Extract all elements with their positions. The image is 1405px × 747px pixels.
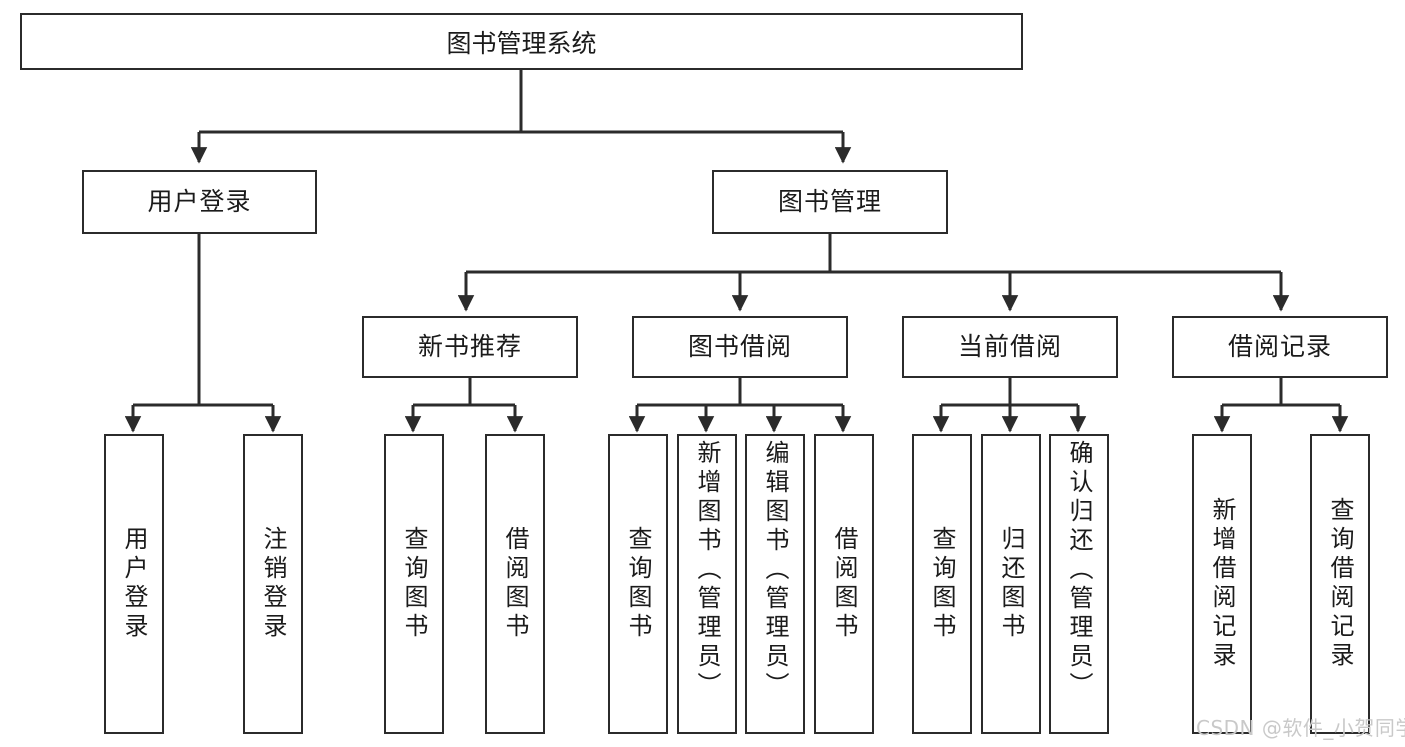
node-leaf-add-book-label: 新增图书（管理员） bbox=[693, 440, 721, 701]
csdn-watermark: CSDN @软件_小贺同学 bbox=[1196, 716, 1405, 740]
node-new-book-rec[interactable]: 新书推荐 bbox=[362, 316, 578, 378]
node-user-login[interactable]: 用户登录 bbox=[82, 170, 317, 234]
node-root[interactable]: 图书管理系统 bbox=[20, 13, 1023, 70]
node-leaf-query-book-2[interactable]: 查询图书 bbox=[608, 434, 668, 734]
node-borrow-record[interactable]: 借阅记录 bbox=[1172, 316, 1388, 378]
node-leaf-user-login[interactable]: 用户登录 bbox=[104, 434, 164, 734]
node-leaf-edit-book-label: 编辑图书（管理员） bbox=[761, 440, 789, 701]
node-root-label: 图书管理系统 bbox=[446, 28, 597, 58]
node-book-manage-label: 图书管理 bbox=[777, 187, 882, 217]
node-new-book-rec-label: 新书推荐 bbox=[417, 332, 522, 362]
node-leaf-logout-login-label: 注销登录 bbox=[259, 526, 287, 642]
node-leaf-logout-login[interactable]: 注销登录 bbox=[243, 434, 303, 734]
node-leaf-borrow-book-1-label: 借阅图书 bbox=[501, 526, 529, 642]
node-book-borrow-label: 图书借阅 bbox=[687, 332, 792, 362]
node-current-borrow-label: 当前借阅 bbox=[957, 332, 1062, 362]
node-leaf-query-book-2-label: 查询图书 bbox=[624, 526, 652, 642]
node-leaf-confirm-return[interactable]: 确认归还（管理员） bbox=[1049, 434, 1109, 734]
node-current-borrow[interactable]: 当前借阅 bbox=[902, 316, 1118, 378]
node-leaf-add-record[interactable]: 新增借阅记录 bbox=[1192, 434, 1252, 734]
node-leaf-query-book-3-label: 查询图书 bbox=[928, 526, 956, 642]
node-leaf-confirm-return-label: 确认归还（管理员） bbox=[1065, 440, 1093, 701]
node-leaf-return-book[interactable]: 归还图书 bbox=[981, 434, 1041, 734]
node-leaf-borrow-book-2[interactable]: 借阅图书 bbox=[814, 434, 874, 734]
node-borrow-record-label: 借阅记录 bbox=[1227, 332, 1332, 362]
node-leaf-query-book-3[interactable]: 查询图书 bbox=[912, 434, 972, 734]
node-leaf-query-record-label: 查询借阅记录 bbox=[1326, 497, 1354, 671]
node-user-login-label: 用户登录 bbox=[147, 187, 252, 217]
node-book-manage[interactable]: 图书管理 bbox=[712, 170, 948, 234]
node-leaf-borrow-book-1[interactable]: 借阅图书 bbox=[485, 434, 545, 734]
node-leaf-return-book-label: 归还图书 bbox=[997, 526, 1025, 642]
node-leaf-query-book-1-label: 查询图书 bbox=[400, 526, 428, 642]
node-leaf-add-record-label: 新增借阅记录 bbox=[1208, 497, 1236, 671]
node-leaf-borrow-book-2-label: 借阅图书 bbox=[830, 526, 858, 642]
node-leaf-edit-book[interactable]: 编辑图书（管理员） bbox=[745, 434, 805, 734]
node-leaf-query-book-1[interactable]: 查询图书 bbox=[384, 434, 444, 734]
node-leaf-add-book[interactable]: 新增图书（管理员） bbox=[677, 434, 737, 734]
node-leaf-user-login-label: 用户登录 bbox=[120, 526, 148, 642]
node-book-borrow[interactable]: 图书借阅 bbox=[632, 316, 848, 378]
node-leaf-query-record[interactable]: 查询借阅记录 bbox=[1310, 434, 1370, 734]
